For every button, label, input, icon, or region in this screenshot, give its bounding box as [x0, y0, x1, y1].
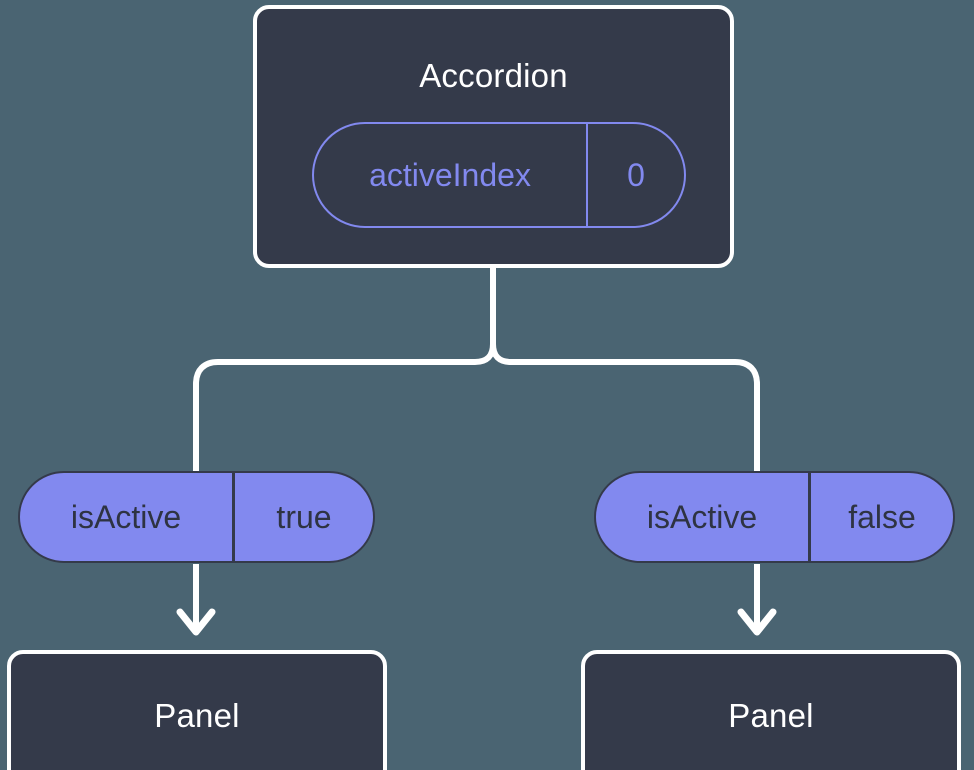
- prop-pill-value: true: [276, 499, 332, 535]
- component-node-accordion[interactable]: Accordion activeIndex 0: [253, 5, 734, 268]
- prop-pill-is-active-false[interactable]: isActive false: [594, 471, 955, 563]
- state-pill-key: activeIndex: [314, 124, 588, 226]
- component-title: Panel: [154, 697, 240, 734]
- state-pill-value: 0: [627, 157, 645, 193]
- arrow-head-left: [176, 608, 216, 636]
- prop-pill-key: isActive: [20, 473, 235, 561]
- component-node-panel-left[interactable]: Panel: [7, 650, 387, 770]
- component-title: Accordion: [419, 57, 568, 94]
- prop-pill-key: isActive: [596, 473, 811, 561]
- prop-pill-value: false: [848, 499, 916, 535]
- component-title: Panel: [728, 697, 814, 734]
- connector-stem-left: [193, 341, 496, 474]
- arrow-head-right: [737, 608, 777, 636]
- component-node-panel-right[interactable]: Panel: [581, 650, 961, 770]
- state-pill-active-index[interactable]: activeIndex 0: [312, 122, 686, 228]
- connector-stem: [490, 265, 760, 474]
- prop-pill-is-active-true[interactable]: isActive true: [18, 471, 375, 563]
